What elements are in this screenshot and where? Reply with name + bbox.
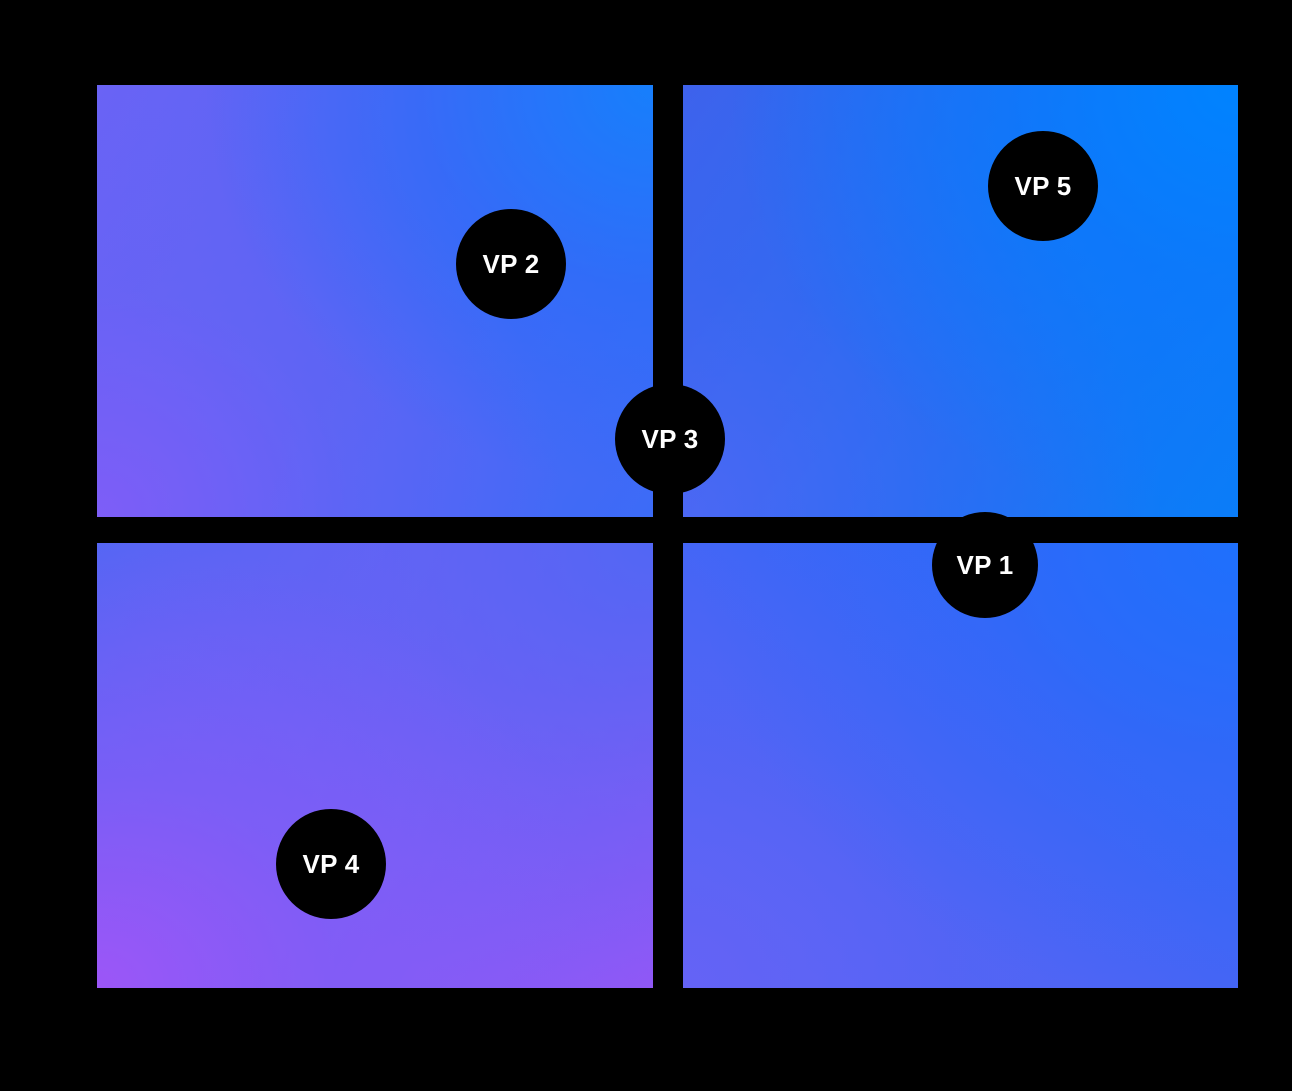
quadrant-panel-top-left[interactable] xyxy=(97,85,653,517)
viewpoint-label: VP 3 xyxy=(641,424,699,454)
viewpoint-marker-vp5[interactable]: VP 5 xyxy=(988,131,1098,241)
viewpoint-label: VP 2 xyxy=(482,249,540,279)
viewpoint-marker-vp1[interactable]: VP 1 xyxy=(932,512,1038,618)
quadrant-panel-bottom-right[interactable] xyxy=(683,543,1238,988)
viewpoint-label: VP 4 xyxy=(302,849,360,879)
viewpoint-marker-vp2[interactable]: VP 2 xyxy=(456,209,566,319)
quadrant-panel-top-right[interactable] xyxy=(683,85,1238,517)
viewpoint-label: VP 5 xyxy=(1014,171,1072,201)
quadrant-panel-bottom-left[interactable] xyxy=(97,543,653,988)
viewpoint-marker-vp3[interactable]: VP 3 xyxy=(615,384,725,494)
viewpoint-marker-vp4[interactable]: VP 4 xyxy=(276,809,386,919)
viewpoint-label: VP 1 xyxy=(956,550,1014,580)
